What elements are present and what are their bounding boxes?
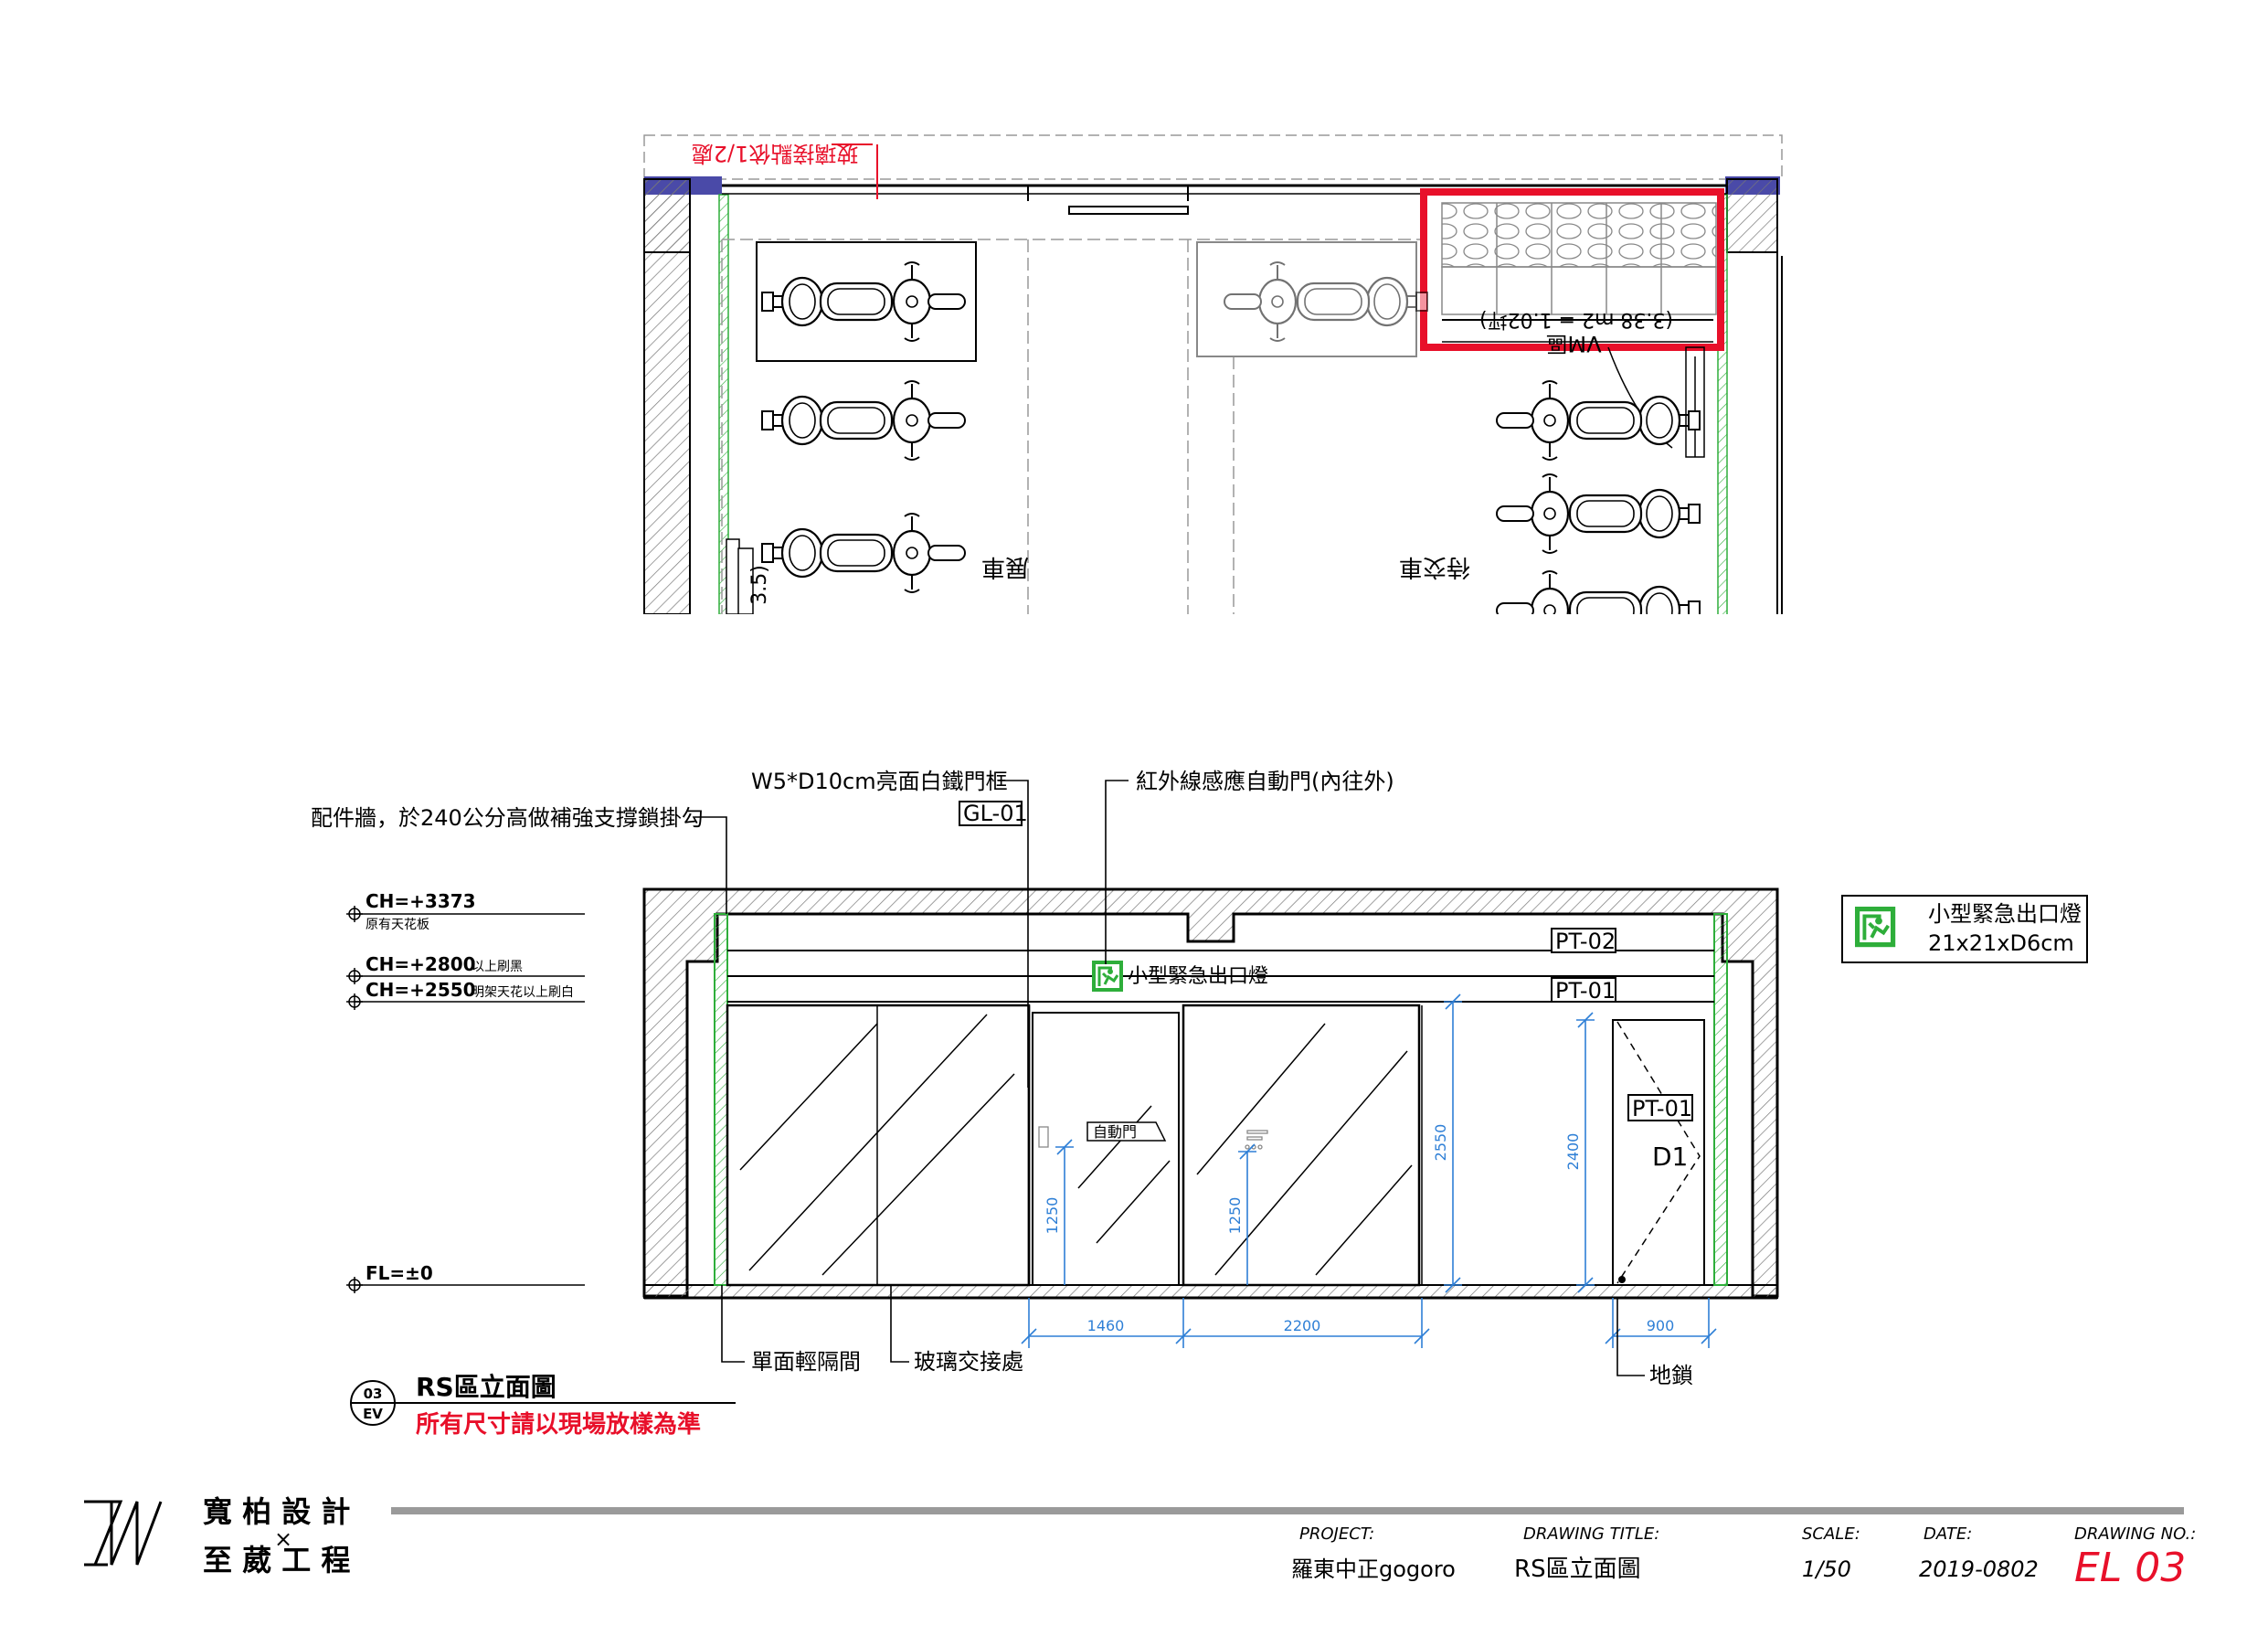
plan-label-right: 待交車 xyxy=(1399,553,1470,580)
scale-value: 1/50 xyxy=(1802,1556,1851,1582)
dim-2200: 2200 xyxy=(1284,1317,1321,1334)
company-line2: 至 葳 工 程 xyxy=(203,1543,350,1578)
dim-1250-left: 1250 xyxy=(1044,1197,1061,1235)
dim-2550: 2550 xyxy=(1432,1124,1449,1162)
exit-sign-small-label: 小型緊急出口燈 xyxy=(1128,965,1268,988)
drawing-title-label: DRAWING TITLE: xyxy=(1523,1524,1659,1544)
tag-pt01-top: PT-01 xyxy=(1555,978,1616,1004)
level-ch2550-note: 明架天花以上刷白 xyxy=(472,985,574,1000)
company-x: × xyxy=(274,1526,292,1552)
drawing-no-label: DRAWING NO.: xyxy=(2074,1524,2196,1544)
legend-exit-size: 21x21xD6cm xyxy=(1928,930,2074,956)
company-line1: 寬 柏 設 計 xyxy=(203,1494,350,1529)
dimension-lines xyxy=(1021,993,1717,1348)
callout-floor-lock: 地鎖 xyxy=(1649,1363,1693,1388)
plan-label-left: 展車 xyxy=(981,553,1029,580)
callout-frame: W5*D10cm亮面白鐵門框 xyxy=(751,769,1008,794)
callout-frame-tag: GL-01 xyxy=(963,801,1028,826)
title-block: 寬 柏 設 計 × 至 葳 工 程 PROJECT: 羅東中正gogoro DR… xyxy=(84,1494,2196,1591)
date-label: DATE: xyxy=(1924,1524,1972,1544)
level-markers xyxy=(346,906,585,1293)
callout-wall: 配件牆，於240公分高做補強支撐鎖掛勾 xyxy=(311,805,704,831)
callout-door: 紅外線感應自動門(內往外) xyxy=(1136,769,1394,794)
legend-exit-title: 小型緊急出口燈 xyxy=(1928,901,2082,927)
warning-note: 所有尺寸請以現場放樣為準 xyxy=(416,1410,701,1439)
dim-2400: 2400 xyxy=(1564,1133,1582,1171)
scale-label: SCALE: xyxy=(1802,1524,1860,1544)
drawing-title: RS區立面圖 xyxy=(416,1372,556,1402)
drawing-no-value: EL 03 xyxy=(2074,1545,2186,1591)
dim-1460: 1460 xyxy=(1087,1317,1125,1334)
auto-door-label: 自動門 xyxy=(1093,1123,1137,1141)
tag-pt02: PT-02 xyxy=(1555,929,1616,954)
tag-pt01-door: PT-01 xyxy=(1632,1096,1692,1121)
elevation-drawing: 小型緊急出口燈 自動門 PT-02 PT-01 PT-01 D1 xyxy=(642,887,1779,1300)
drawing-title-block: 03 EV RS區立面圖 所有尺寸請以現場放樣為準 xyxy=(350,1372,736,1439)
exit-sign-legend: 小型緊急出口燈 21x21xD6cm xyxy=(1841,895,2088,963)
level-ch2800: CH=+2800 xyxy=(366,953,476,975)
title-number: 03 xyxy=(364,1386,383,1402)
level-ch2800-note: 以上刷黑 xyxy=(472,960,523,974)
plan-top-note: 玻璃接點依1/2處 xyxy=(692,141,859,166)
level-ch3373-note: 原有天花板 xyxy=(366,918,429,932)
level-ch2550: CH=+2550 xyxy=(366,979,476,1001)
company-logo xyxy=(84,1500,163,1567)
plan-dim-fragment: 3.5) xyxy=(748,565,771,605)
level-ch3373: CH=+3373 xyxy=(366,890,476,912)
date-value: 2019-0802 xyxy=(1919,1556,2039,1582)
callout-partition: 單面輕隔間 xyxy=(751,1349,861,1375)
dim-900: 900 xyxy=(1647,1317,1675,1334)
drawing-title-value: RS區立面圖 xyxy=(1514,1556,1641,1583)
tag-d1: D1 xyxy=(1652,1142,1688,1172)
title-code: EV xyxy=(363,1406,383,1422)
level-fl: FL=±0 xyxy=(366,1262,433,1284)
plan-vm-area: (3.38 m2 = 1.02坪) xyxy=(1479,308,1673,331)
dim-1250-right: 1250 xyxy=(1226,1197,1244,1235)
callout-leaders xyxy=(694,780,1645,1376)
floor-plan: 玻璃接點依1/2處 VM區 (3.38 m2 = 1.02坪) 展車 待交車 3… xyxy=(640,134,1791,652)
project-label: PROJECT: xyxy=(1299,1524,1374,1544)
callout-glass-joint: 玻璃交接處 xyxy=(914,1349,1023,1375)
project-value: 羅東中正gogoro xyxy=(1291,1556,1456,1582)
plan-vm-label: VM區 xyxy=(1545,331,1601,356)
